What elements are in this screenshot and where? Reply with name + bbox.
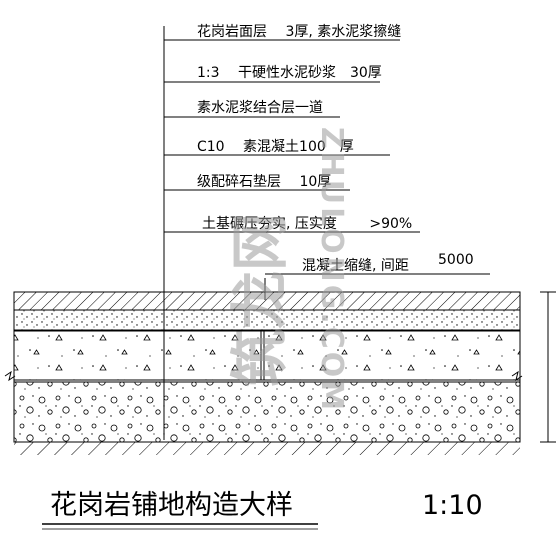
label-joint-spacing: 5000 bbox=[438, 252, 474, 268]
label-bonding: 素水泥浆结合层一道 bbox=[197, 100, 323, 116]
label-joint: 混凝土缩缝, 间距 bbox=[302, 258, 409, 274]
watermark-english: ZHULONG.COM bbox=[314, 127, 349, 413]
watermark: 筑龙网 ZHULONG.COM bbox=[226, 127, 349, 413]
drawing-scale: 1:10 bbox=[422, 490, 483, 521]
break-mark-left bbox=[4, 370, 16, 382]
label-earth: 土基碾压夯实, 压实度 >90% bbox=[202, 215, 412, 232]
drawing-title: 花岗岩铺地构造大样 bbox=[50, 490, 293, 521]
compacted-earth-layer bbox=[14, 442, 520, 455]
label-mortar: 1:3 干硬性水泥砂浆 30厚 bbox=[197, 65, 382, 81]
gravel-layer bbox=[13, 381, 521, 443]
label-granite: 花岗岩面层 3厚, 素水泥浆擦缝 bbox=[197, 23, 401, 40]
label-gravel: 级配碎石垫层 10厚 bbox=[197, 174, 331, 190]
drawing-title-block: 花岗岩铺地构造大样 1:10 bbox=[42, 490, 483, 530]
section-layers bbox=[4, 278, 556, 455]
label-concrete: C10 素混凝土100 厚 bbox=[197, 139, 354, 155]
layer-labels: 花岗岩面层 3厚, 素水泥浆擦缝 1:3 干硬性水泥砂浆 30厚 素水泥浆结合层… bbox=[197, 23, 474, 274]
break-mark-right bbox=[511, 370, 523, 382]
leader-lines bbox=[163, 26, 490, 440]
watermark-chinese: 筑龙网 bbox=[226, 213, 294, 387]
contraction-joint bbox=[260, 278, 266, 380]
